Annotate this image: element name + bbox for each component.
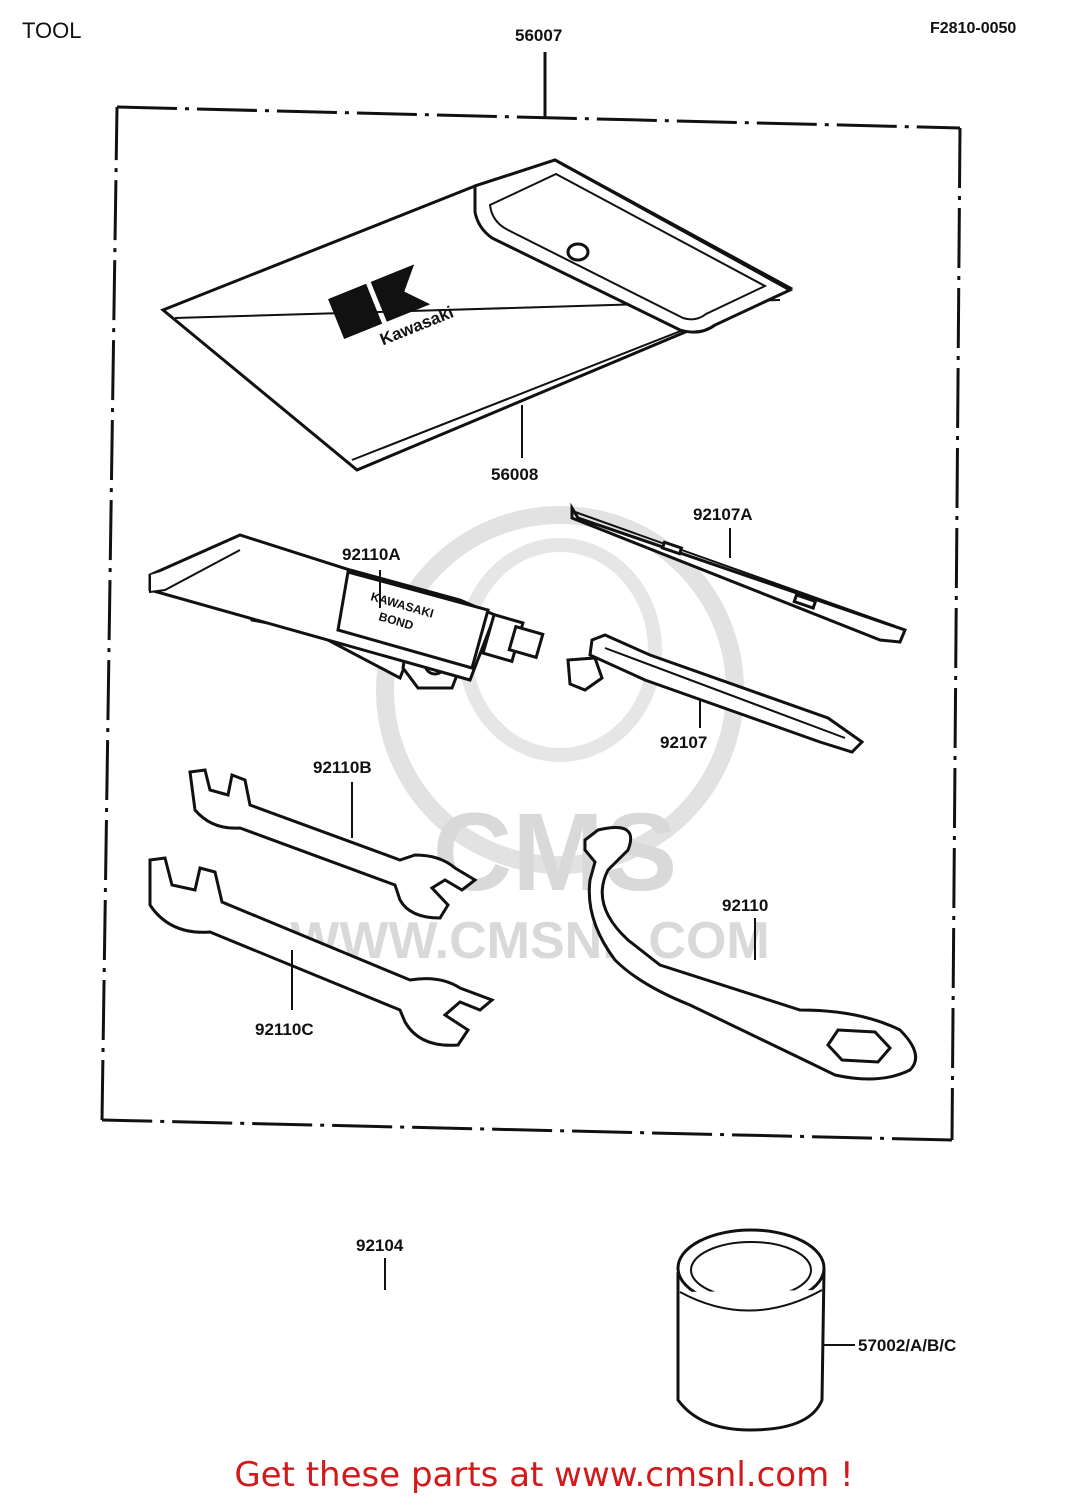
large-wrench [148, 856, 495, 1047]
tool-pouch: Kawasaki [160, 158, 794, 472]
part-label-92110C: 92110C [255, 1020, 314, 1039]
footer-promo-link[interactable]: Get these parts at www.cmsnl.com ! [234, 1455, 854, 1495]
bond-tube: KAWASAKI BOND [148, 533, 604, 692]
watermark-logo-text: CMS [433, 791, 677, 914]
flat-screwdriver [570, 502, 908, 644]
part-label-92107: 92107 [660, 733, 708, 752]
part-label-92110A: 92110A [342, 545, 401, 564]
phillips-screwdriver [588, 633, 865, 754]
diagram-code: F2810-0050 [930, 20, 1017, 37]
page-title: TOOL [22, 18, 82, 43]
part-label-92104: 92104 [356, 1236, 404, 1255]
part-label-56008: 56008 [491, 465, 539, 484]
part-label-92110: 92110 [722, 896, 769, 915]
small-wrench [188, 768, 478, 920]
part-label-92110B: 92110B [313, 758, 372, 777]
kit-frame [100, 52, 962, 1142]
grease-can [676, 1228, 826, 1432]
watermark-url-text: WWW.CMSNL.COM [290, 912, 769, 970]
part-label-57002: 57002/A/B/C [858, 1336, 957, 1355]
part-label-56007: 56007 [515, 26, 563, 45]
part-label-92107A: 92107A [693, 505, 753, 524]
leader-lines [291, 405, 855, 1346]
hook-wrench [583, 826, 918, 1081]
